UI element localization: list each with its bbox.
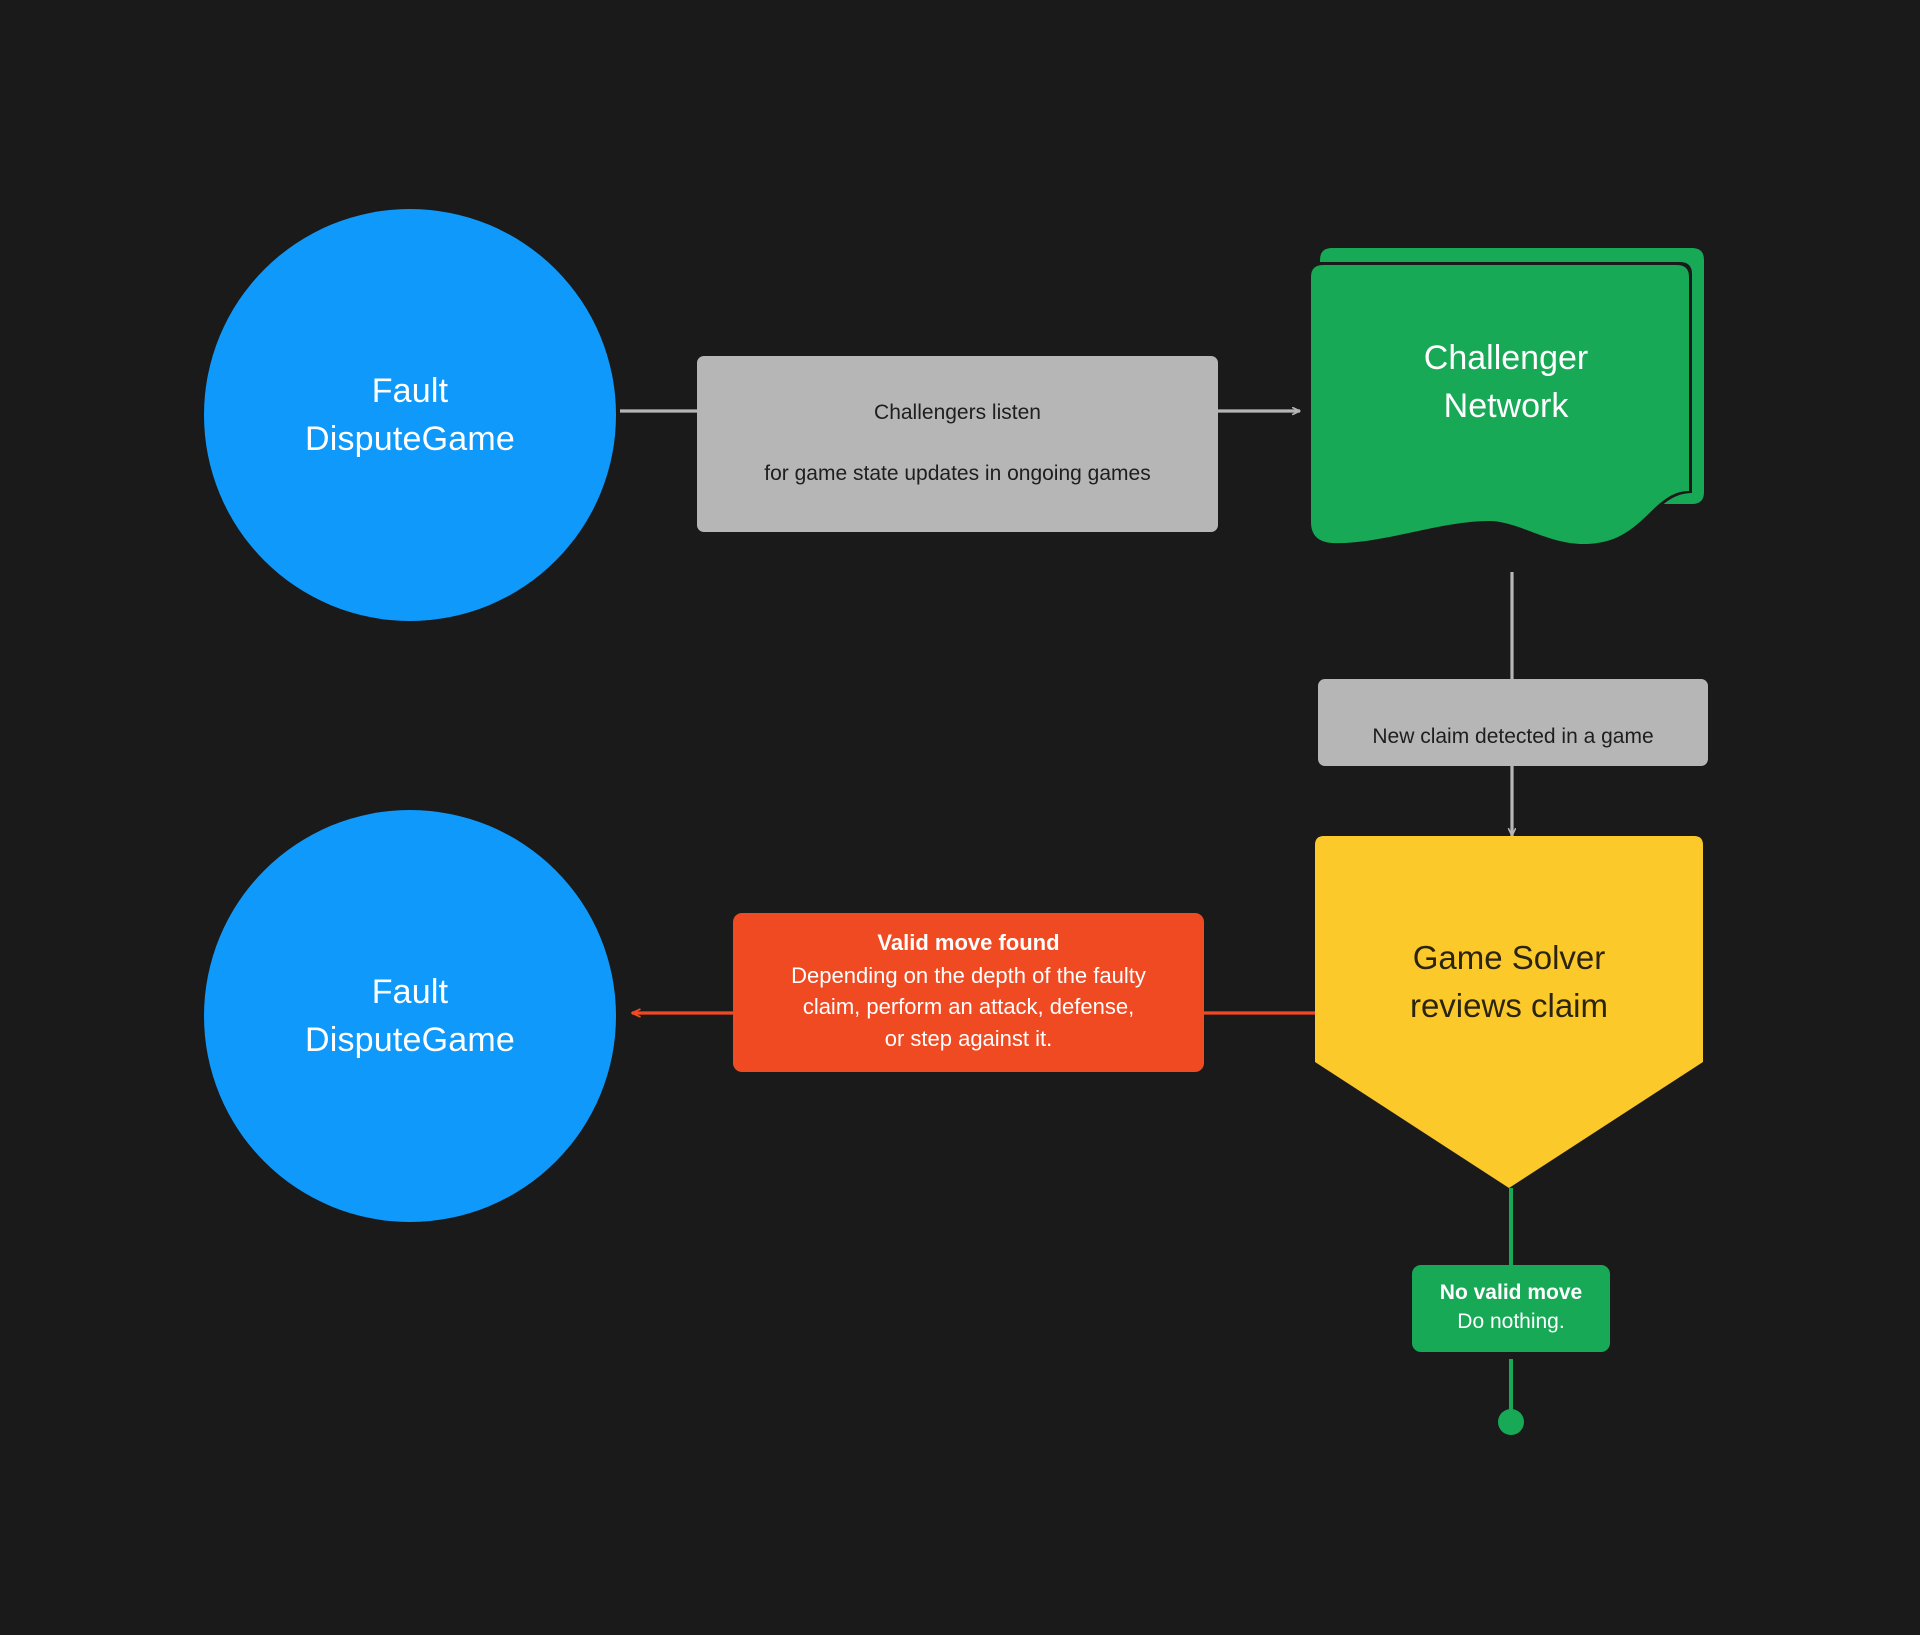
edge-label-line2: for game state updates in ongoing games — [764, 462, 1151, 486]
node-challenger-network[interactable]: Challenger Network — [1308, 248, 1704, 560]
node-label-line2: DisputeGame — [304, 420, 516, 458]
node-game-solver[interactable]: Game Solver reviews claim — [1315, 836, 1703, 1188]
node-fault-dispute-game-bottom[interactable]: Fault DisputeGame — [204, 810, 616, 1222]
edge-label-title: No valid move — [1439, 1281, 1583, 1304]
terminal-dot — [1498, 1409, 1524, 1435]
edge-label-new-claim-detected: New claim detected in a game — [1318, 679, 1708, 766]
edge-label-line3: or step against it. — [884, 1025, 1053, 1051]
node-fault-dispute-game-top[interactable]: Fault DisputeGame — [204, 209, 616, 621]
edge-label-challengers-listen: Challengers listen for game state update… — [697, 356, 1218, 533]
edge-label-title: Valid move found — [877, 930, 1060, 955]
node-label-line2: DisputeGame — [304, 1021, 516, 1059]
node-label-line1: Fault — [371, 972, 449, 1011]
edge-label-valid-move-found: Valid move found Depending on the depth … — [733, 913, 1204, 1072]
edge-label-text: New claim detected in a game — [1372, 725, 1654, 749]
edge-label-line1: Challengers listen — [874, 401, 1041, 425]
edge-label-line1: Depending on the depth of the faulty — [791, 963, 1146, 989]
edge-label-no-valid-move: No valid move Do nothing. — [1412, 1265, 1610, 1352]
node-label-line1: Fault — [371, 371, 449, 410]
multidoc-front-sheet — [1311, 265, 1689, 545]
edge-label-line2: claim, perform an attack, defense, — [802, 994, 1135, 1020]
pentagon-shape — [1315, 836, 1703, 1188]
edge-label-line1: Do nothing. — [1457, 1310, 1565, 1334]
